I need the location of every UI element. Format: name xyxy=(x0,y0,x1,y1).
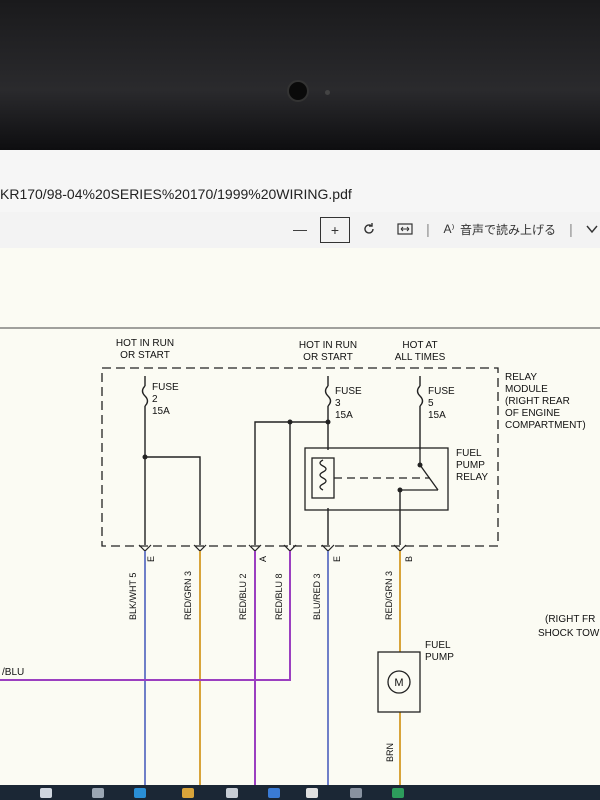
pin-letter: B xyxy=(404,556,414,562)
search-icon[interactable] xyxy=(40,788,52,798)
task-view-icon[interactable] xyxy=(92,788,104,798)
fit-page-button[interactable] xyxy=(394,218,416,240)
relay-module-label-5: COMPARTMENT) xyxy=(505,420,586,431)
hot-all-times-label-b: ALL TIMES xyxy=(395,352,446,363)
wire-label: RED/GRN 3 xyxy=(183,571,193,620)
hot-all-times-label: HOT AT xyxy=(402,340,437,351)
wire-label: RED/BLU 2 xyxy=(238,573,248,620)
fuse-c-number: 5 xyxy=(428,398,434,409)
pdf-viewer-window: KR170/98-04%20SERIES%20170/1999%20WIRING… xyxy=(0,150,600,785)
hot-run-label-2: HOT IN RUN xyxy=(299,340,357,351)
file-explorer-icon[interactable] xyxy=(182,788,194,798)
webcam-light-icon xyxy=(325,90,330,95)
title-bar: KR170/98-04%20SERIES%20170/1999%20WIRING… xyxy=(0,150,600,213)
pin-letter: E xyxy=(146,556,156,562)
junction-dot xyxy=(287,419,293,425)
zoom-out-button[interactable]: — xyxy=(293,221,307,237)
junction-dot xyxy=(325,419,331,425)
fuse-b-label: FUSE xyxy=(335,386,362,397)
fuse-a-label: FUSE xyxy=(152,382,179,393)
relay-switch-icon xyxy=(334,450,439,491)
fuse-a-number: 2 xyxy=(152,394,158,405)
fit-page-icon xyxy=(397,223,413,235)
relay-contact-dot xyxy=(417,462,423,468)
rotate-button[interactable] xyxy=(358,218,380,240)
internal-wiring xyxy=(145,421,401,545)
shock-tower-label-1: (RIGHT FR xyxy=(545,614,595,625)
relay-contact-dot xyxy=(397,487,403,493)
edge-icon[interactable] xyxy=(134,788,146,798)
fuse-c-symbol xyxy=(416,376,424,450)
pin-letter: E xyxy=(332,556,342,562)
pdf-page: HOT IN RUN OR START HOT IN RUN OR START … xyxy=(0,248,600,785)
zoom-in-button[interactable]: + xyxy=(320,217,350,243)
shock-tower-label-2: SHOCK TOW xyxy=(538,628,600,639)
relay-module-boundary xyxy=(101,367,499,547)
webcam-icon xyxy=(287,80,309,102)
motor-symbol: M xyxy=(394,677,403,689)
hot-run-label-1: HOT IN RUN xyxy=(116,338,174,349)
app-icon-3[interactable] xyxy=(392,788,404,798)
motor-icon xyxy=(387,670,411,694)
pin-letter: A xyxy=(258,556,268,562)
wire-label-brn: BRN xyxy=(385,743,395,762)
toolbar-separator-2: | xyxy=(569,221,573,237)
fuse-c-rating: 15A xyxy=(428,410,446,421)
read-aloud-button[interactable]: 音声で読み上げる xyxy=(460,222,557,237)
toolbar-separator: | xyxy=(426,221,430,237)
taskbar xyxy=(0,785,600,800)
wire-label: BLU/RED 3 xyxy=(312,573,322,620)
fuel-pump-relay-box xyxy=(304,447,449,511)
wire-label: BLK/WHT 5 xyxy=(128,573,138,620)
fuse-a-symbol xyxy=(141,376,149,545)
junction-dot xyxy=(142,454,148,460)
wire-label: RED/GRN 3 xyxy=(384,571,394,620)
wiring-diagram: HOT IN RUN OR START HOT IN RUN OR START … xyxy=(0,327,600,785)
more-tools-button[interactable] xyxy=(584,218,600,240)
wire-label: RED/BLU 8 xyxy=(274,573,284,620)
rotate-icon xyxy=(364,223,374,234)
hot-run-label-1b: OR START xyxy=(120,350,170,361)
pdf-toolbar: — + | A⁾ 音声で読み上げる | xyxy=(0,212,600,249)
relay-label-2: PUMP xyxy=(456,460,485,471)
relay-coil-icon xyxy=(311,457,335,499)
mail-icon[interactable] xyxy=(268,788,280,798)
app-icon-2[interactable] xyxy=(350,788,362,798)
chevron-down-icon xyxy=(586,225,598,234)
store-icon[interactable] xyxy=(226,788,238,798)
left-wire-label: /BLU xyxy=(2,667,24,678)
relay-module-label-2: MODULE xyxy=(505,384,548,395)
fuse-a-rating: 15A xyxy=(152,406,170,417)
fuel-pump-label-2: PUMP xyxy=(425,652,454,663)
relay-module-label-3: (RIGHT REAR xyxy=(505,396,570,407)
laptop-bezel xyxy=(0,0,600,150)
relay-label-1: FUEL xyxy=(456,448,482,459)
relay-label-3: RELAY xyxy=(456,472,488,483)
relay-module-label-4: OF ENGINE xyxy=(505,408,560,419)
fuel-pump-box xyxy=(377,651,421,713)
fuse-b-rating: 15A xyxy=(335,410,353,421)
fuse-b-symbol xyxy=(324,376,332,450)
read-aloud-icon: A⁾ xyxy=(443,222,455,236)
fuel-pump-label-1: FUEL xyxy=(425,640,451,651)
file-name: KR170/98-04%20SERIES%20170/1999%20WIRING… xyxy=(0,186,352,202)
fuse-b-number: 3 xyxy=(335,398,341,409)
relay-module-label-1: RELAY xyxy=(505,372,537,383)
fuse-c-label: FUSE xyxy=(428,386,455,397)
wire-red-blu-8 xyxy=(0,551,291,681)
hot-run-label-2b: OR START xyxy=(303,352,353,363)
app-icon[interactable] xyxy=(306,788,318,798)
